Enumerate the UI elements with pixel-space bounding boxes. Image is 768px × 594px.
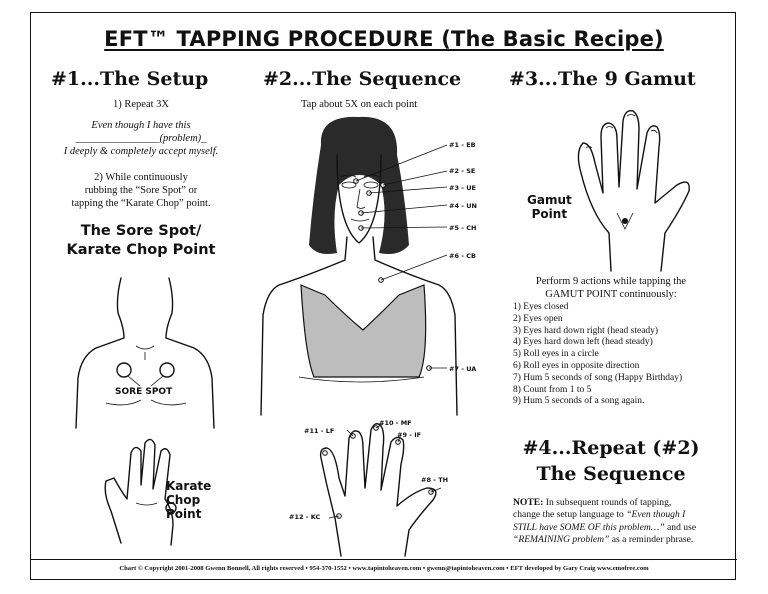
repeat-heading-line2: The Sequence bbox=[536, 463, 686, 485]
point-label-if: #9 - IF bbox=[397, 431, 422, 439]
gamut-action-item: 7) Hum 5 seconds of song (Happy Birthday… bbox=[513, 372, 683, 383]
note-quote1: “Even though I bbox=[626, 509, 686, 521]
setup-phrase-line3: I deeply & completely accept myself. bbox=[63, 146, 219, 157]
gamut-action-item: 8) Count from 1 to 5 bbox=[513, 384, 592, 395]
note-line2: change the setup language to bbox=[513, 509, 627, 521]
point-label-eb: #1 - EB bbox=[449, 141, 476, 149]
setup-step2-line1: 2) While continuously bbox=[94, 172, 188, 183]
point-label-th: #8 - TH bbox=[421, 476, 449, 484]
gamut-action-item: 9) Hum 5 seconds of a song again. bbox=[513, 396, 645, 407]
karate-chop-point-circle bbox=[165, 502, 177, 514]
sore-spot-subheading: The Sore Spot/ Karate Chop Point bbox=[36, 222, 246, 260]
gamut-intro-line1: Perform 9 actions while tapping the bbox=[535, 276, 687, 287]
karate-chop-hand-illustration bbox=[104, 438, 177, 546]
gamut-action-item: 4) Eyes hard down left (head steady) bbox=[513, 337, 653, 348]
woman-illustration bbox=[260, 116, 458, 416]
subheading-line1: The Sore Spot/ bbox=[80, 223, 202, 239]
repeat-heading-line1: #4...Repeat (#2) bbox=[522, 437, 700, 459]
setup-phrase-line1: Even though I have this bbox=[91, 120, 191, 131]
gamut-point-label: Gamut Point bbox=[527, 193, 572, 221]
gamut-action-item: 6) Roll eyes in opposite direction bbox=[513, 360, 640, 371]
gamut-heading: #3...The 9 Gamut bbox=[509, 68, 696, 90]
gamut-actions-list: 1) Eyes closed 2) Eyes open 3) Eyes hard… bbox=[513, 302, 682, 408]
gamut-intro-line2: GAMUT POINT continuously: bbox=[545, 289, 677, 300]
gamut-action-item: 5) Roll eyes in a circle bbox=[513, 349, 599, 360]
gamut-point-line2: Point bbox=[531, 207, 568, 221]
note-line1: In subsequent rounds of tapping, bbox=[543, 497, 672, 508]
setup-phrase-line2: ________________(problem)_ bbox=[75, 133, 207, 144]
karate-chop-label: Karate Chop Point bbox=[166, 479, 211, 521]
sore-spot-left-circle bbox=[116, 362, 132, 378]
sequence-heading: #2...The Sequence bbox=[263, 68, 462, 90]
point-label-ch: #5 - CH bbox=[449, 224, 477, 232]
gamut-action-item: 3) Eyes hard down right (head steady) bbox=[513, 325, 659, 336]
repeat-heading: #4...Repeat (#2) The Sequence bbox=[493, 435, 729, 487]
note-line3: STILL have SOME OF this problem…” bbox=[513, 521, 665, 533]
point-label-ua: #7 - UA bbox=[449, 365, 477, 373]
finger-points-hand-illustration bbox=[319, 423, 442, 557]
gamut-point-line1: Gamut bbox=[527, 193, 572, 207]
repeat-note: NOTE: In subsequent rounds of tapping, c… bbox=[513, 497, 735, 546]
footer-rule bbox=[31, 559, 737, 560]
karate-line2: Chop bbox=[166, 493, 201, 507]
note-quote2: “REMAINING problem” bbox=[513, 533, 610, 545]
point-label-un: #4 - UN bbox=[449, 202, 477, 210]
setup-step1: 1) Repeat 3X bbox=[113, 99, 169, 110]
gamut-hand-illustration bbox=[577, 110, 690, 272]
note-label: NOTE: bbox=[513, 497, 544, 508]
gamut-action-item: 1) Eyes closed bbox=[513, 302, 569, 312]
footer-copyright: Chart © Copyright 2001-2008 Gwenn Bonnel… bbox=[119, 565, 649, 572]
setup-phrase: Even though I have this ________________… bbox=[36, 119, 246, 158]
gamut-action-item: 2) Eyes open bbox=[513, 313, 563, 324]
sore-spot-label: SORE SPOT bbox=[115, 387, 173, 397]
torso-illustration bbox=[75, 277, 215, 429]
sore-spot-right-circle bbox=[159, 362, 175, 378]
sequence-instruction: Tap about 5X on each point bbox=[301, 99, 418, 110]
point-label-mf: #10 - MF bbox=[379, 419, 412, 427]
setup-step2: 2) While continuously rubbing the “Sore … bbox=[36, 171, 246, 210]
note-line4: as a reminder phrase. bbox=[609, 533, 694, 545]
karate-line3: Point bbox=[166, 507, 202, 521]
subheading-line2: Karate Chop Point bbox=[66, 242, 216, 258]
point-label-lf: #11 - LF bbox=[304, 427, 335, 435]
setup-step2-line2: rubbing the “Sore Spot” or bbox=[84, 185, 198, 196]
point-label-se: #2 - SE bbox=[449, 167, 476, 175]
point-label-cb: #6 - CB bbox=[449, 252, 476, 260]
gamut-intro: Perform 9 actions while tapping the GAMU… bbox=[501, 275, 721, 301]
point-label-kc: #12 - KC bbox=[289, 513, 321, 521]
point-label-ue: #3 - UE bbox=[449, 184, 476, 192]
page-title: EFT™ TAPPING PROCEDURE (The Basic Recipe… bbox=[104, 27, 664, 51]
karate-line1: Karate bbox=[166, 479, 212, 493]
chart-frame: EFT™ TAPPING PROCEDURE (The Basic Recipe… bbox=[30, 12, 737, 580]
setup-step2-line3: tapping the “Karate Chop” point. bbox=[71, 198, 211, 209]
setup-heading: #1...The Setup bbox=[51, 68, 209, 90]
note-line3b: and use bbox=[664, 521, 697, 533]
